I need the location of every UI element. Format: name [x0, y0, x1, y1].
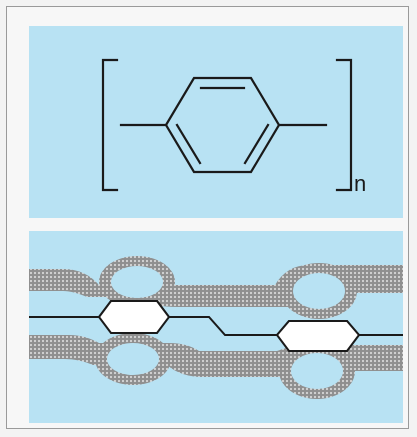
orbital-diagram-panel: [29, 231, 403, 423]
lower-pi-cloud: [29, 333, 403, 399]
structural-formula-panel: n: [29, 26, 403, 218]
repeat-unit-subscript: n: [354, 171, 367, 196]
left-bracket: [101, 58, 119, 192]
orbital-diagram: [29, 256, 403, 399]
benzene-ring: [164, 76, 281, 174]
phenylene-rings: [97, 300, 361, 352]
right-phenylene-ring: [275, 320, 361, 352]
double-bond-left: [175, 123, 202, 165]
right-bracket: [335, 58, 353, 192]
structural-formula: [101, 58, 353, 192]
figure-frame: n: [6, 6, 409, 429]
left-phenylene-ring: [97, 300, 171, 334]
double-bond-right: [243, 123, 270, 165]
upper-pi-cloud: [29, 256, 403, 319]
